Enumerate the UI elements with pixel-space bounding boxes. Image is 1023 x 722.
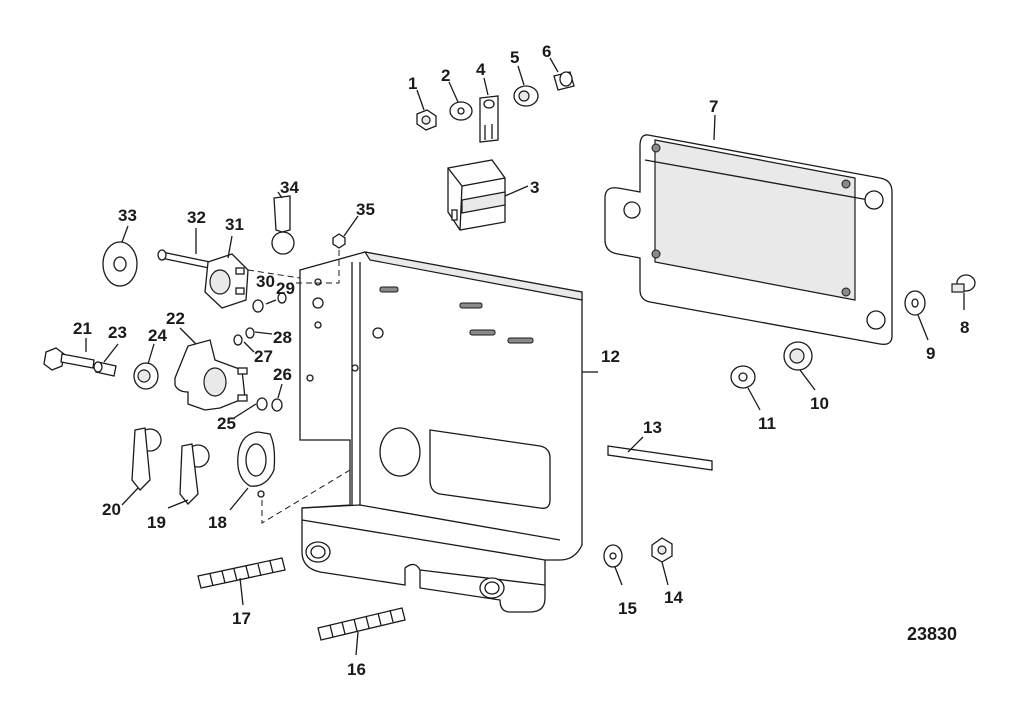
- callout-6: 6: [542, 42, 551, 61]
- part-22-solenoid: [174, 339, 248, 411]
- part-1-nut: [416, 109, 437, 131]
- callout-12: 12: [601, 347, 620, 366]
- figure-number: 23830: [907, 624, 957, 644]
- part-17-stud: [197, 557, 286, 589]
- part-2-washer: [449, 101, 473, 121]
- callout-35: 35: [356, 200, 375, 219]
- leader-lines: [85, 57, 965, 656]
- part-8-screw: [951, 274, 976, 293]
- callout-21: 21: [73, 319, 92, 338]
- assembly-line-35: [290, 250, 340, 284]
- callout-11: 11: [758, 414, 776, 433]
- part-3-relay: [447, 159, 506, 231]
- callout-26: 26: [273, 365, 292, 384]
- part-19-boot: [179, 443, 210, 505]
- part-6-pin: [553, 71, 575, 91]
- callout-14: 14: [664, 588, 683, 607]
- callout-10: 10: [810, 394, 829, 413]
- callout-13: 13: [643, 418, 662, 437]
- part-5-grommet: [513, 85, 539, 107]
- callout-4: 4: [476, 60, 486, 79]
- part-20-boot: [131, 427, 162, 491]
- part-28-nut: [245, 327, 255, 339]
- part-26-nut: [271, 398, 283, 412]
- callout-7: 7: [709, 97, 718, 116]
- callout-20: 20: [102, 500, 121, 519]
- callout-29: 29: [276, 279, 295, 298]
- part-11-spacer: [730, 365, 756, 389]
- callout-34: 34: [280, 178, 299, 197]
- part-35-nut: [332, 233, 346, 249]
- callout-9: 9: [926, 344, 935, 363]
- part-9-washer: [904, 290, 926, 316]
- callout-2: 2: [441, 66, 450, 85]
- callout-22: 22: [166, 309, 185, 328]
- callout-8: 8: [960, 318, 969, 337]
- callout-3: 3: [530, 178, 539, 197]
- callout-27: 27: [254, 347, 273, 366]
- callout-32: 32: [187, 208, 206, 227]
- part-18-circuit-breaker: [237, 431, 276, 498]
- part-33-washer: [102, 241, 138, 287]
- callout-23: 23: [108, 323, 127, 342]
- part-31-solenoid: [204, 253, 249, 309]
- callout-33: 33: [118, 206, 137, 225]
- part-24-grommet: [133, 362, 159, 390]
- part-32-bolt: [157, 249, 211, 269]
- part-14-nut: [651, 537, 673, 563]
- part-16-stud: [317, 607, 406, 641]
- part-25-washer: [256, 397, 268, 411]
- callout-19: 19: [147, 513, 166, 532]
- callout-17: 17: [232, 609, 251, 628]
- part-34-boot: [271, 195, 295, 255]
- callout-18: 18: [208, 513, 227, 532]
- callout-5: 5: [510, 48, 519, 67]
- callout-30: 30: [256, 272, 275, 291]
- callout-28: 28: [273, 328, 292, 347]
- part-23-sleeve: [93, 361, 117, 377]
- assembly-line-18: [261, 469, 351, 524]
- part-13-strip: [607, 445, 713, 471]
- callout-1: 1: [408, 74, 417, 93]
- callout-31: 31: [225, 215, 244, 234]
- part-7-control-module: [604, 134, 893, 345]
- part-21-bolt: [43, 347, 95, 371]
- callout-labels: 1 2 3 4 5 6 7 8 9 10 11 12 13 14 15 16 1…: [73, 42, 969, 679]
- callout-25: 25: [217, 414, 236, 433]
- callout-16: 16: [347, 660, 366, 679]
- part-29-nut: [277, 292, 287, 304]
- part-27-nut: [233, 334, 243, 346]
- part-30-nut: [252, 299, 264, 313]
- part-10-grommet: [783, 341, 813, 371]
- callout-15: 15: [618, 599, 637, 618]
- assembly-line-31: [247, 269, 301, 279]
- part-4-clip: [479, 95, 499, 143]
- part-15-washer: [603, 544, 623, 568]
- part-12-mounting-bracket: [299, 251, 583, 613]
- callout-24: 24: [148, 326, 167, 345]
